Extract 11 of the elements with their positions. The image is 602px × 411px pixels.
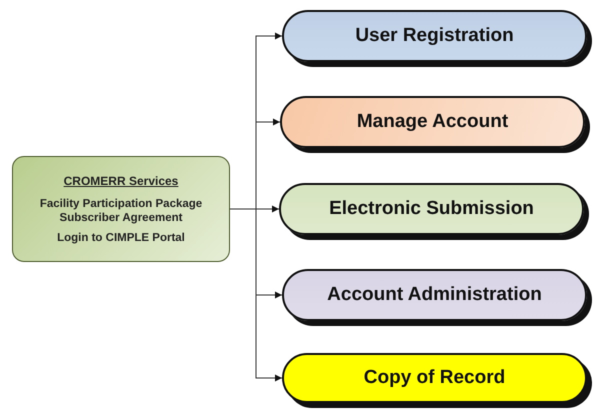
pill-label: Electronic Submission (329, 198, 534, 220)
box-heading: CROMERR Services (64, 174, 178, 188)
pill-label: User Registration (355, 25, 514, 47)
connector-arrow (230, 208, 282, 382)
service-item: Subscriber Agreement (60, 212, 182, 224)
service-box (12, 156, 230, 262)
pill-label: Manage Account (356, 111, 508, 133)
service-item: Login to CIMPLE Portal (57, 232, 185, 244)
service-item: Facility Participation Package (40, 198, 202, 210)
pill-label: Account Administration (327, 284, 542, 306)
pill-label: Copy of Record (364, 367, 506, 389)
